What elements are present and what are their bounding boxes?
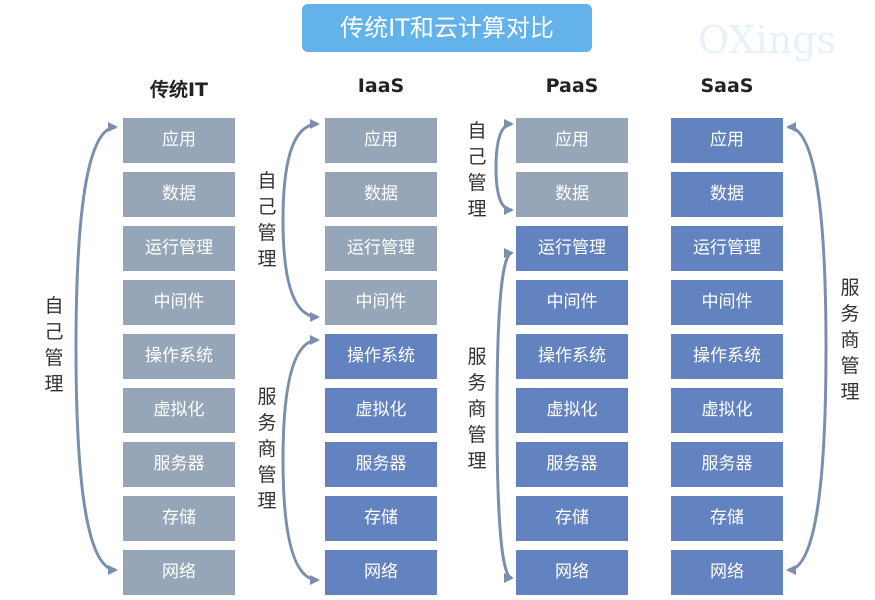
vendor-managed-label-saas: 服务商管理 [840, 277, 860, 403]
self-managed-label-paas: 自己管理 [467, 120, 487, 220]
layer-paas-3: 中间件 [516, 280, 628, 325]
layer-paas-8: 网络 [516, 550, 628, 595]
layer-paas-7: 存储 [516, 496, 628, 541]
self-managed-arrow-paas [494, 119, 514, 215]
layer-traditional-it-0: 应用 [123, 118, 235, 163]
layer-paas-5: 虚拟化 [516, 388, 628, 433]
diagram-title: 传统IT和云计算对比 [302, 4, 592, 52]
layer-iaas-1: 数据 [325, 172, 437, 217]
layer-saas-8: 网络 [671, 550, 783, 595]
layer-iaas-5: 虚拟化 [325, 388, 437, 433]
layer-iaas-7: 存储 [325, 496, 437, 541]
layer-iaas-8: 网络 [325, 550, 437, 595]
layer-iaas-2: 运行管理 [325, 226, 437, 271]
layer-traditional-it-5: 虚拟化 [123, 388, 235, 433]
layer-saas-2: 运行管理 [671, 226, 783, 271]
layer-saas-4: 操作系统 [671, 334, 783, 379]
layer-iaas-0: 应用 [325, 118, 437, 163]
self-managed-arrow-iaas [281, 119, 320, 322]
column-header-saas: SaaS [700, 75, 754, 97]
layer-traditional-it-7: 存储 [123, 496, 235, 541]
column-header-traditional-it: 传统IT [149, 79, 209, 101]
layer-traditional-it-2: 运行管理 [123, 226, 235, 271]
vendor-managed-arrow-iaas [281, 335, 320, 585]
vendor-managed-label-iaas: 服务商管理 [257, 386, 277, 512]
self-managed-label-traditional-it: 自己管理 [44, 295, 64, 395]
layer-saas-3: 中间件 [671, 280, 783, 325]
layer-saas-1: 数据 [671, 172, 783, 217]
column-header-iaas: IaaS [357, 75, 405, 97]
watermark: OXings [698, 18, 836, 62]
layer-paas-0: 应用 [516, 118, 628, 163]
layer-saas-5: 虚拟化 [671, 388, 783, 433]
layer-traditional-it-1: 数据 [123, 172, 235, 217]
vendor-managed-arrow-paas [495, 248, 514, 583]
layer-iaas-4: 操作系统 [325, 334, 437, 379]
layer-saas-7: 存储 [671, 496, 783, 541]
layer-saas-6: 服务器 [671, 442, 783, 487]
layer-paas-2: 运行管理 [516, 226, 628, 271]
self-managed-arrow-traditional-it [74, 122, 118, 575]
layer-iaas-3: 中间件 [325, 280, 437, 325]
layer-paas-6: 服务器 [516, 442, 628, 487]
layer-traditional-it-6: 服务器 [123, 442, 235, 487]
layer-paas-4: 操作系统 [516, 334, 628, 379]
layer-saas-0: 应用 [671, 118, 783, 163]
layer-traditional-it-3: 中间件 [123, 280, 235, 325]
vendor-managed-arrow-saas [786, 122, 828, 575]
layer-paas-1: 数据 [516, 172, 628, 217]
self-managed-label-iaas: 自己管理 [257, 170, 277, 270]
vendor-managed-label-paas: 服务商管理 [467, 346, 487, 472]
layer-traditional-it-8: 网络 [123, 550, 235, 595]
column-header-paas: PaaS [545, 75, 599, 97]
layer-iaas-6: 服务器 [325, 442, 437, 487]
layer-traditional-it-4: 操作系统 [123, 334, 235, 379]
